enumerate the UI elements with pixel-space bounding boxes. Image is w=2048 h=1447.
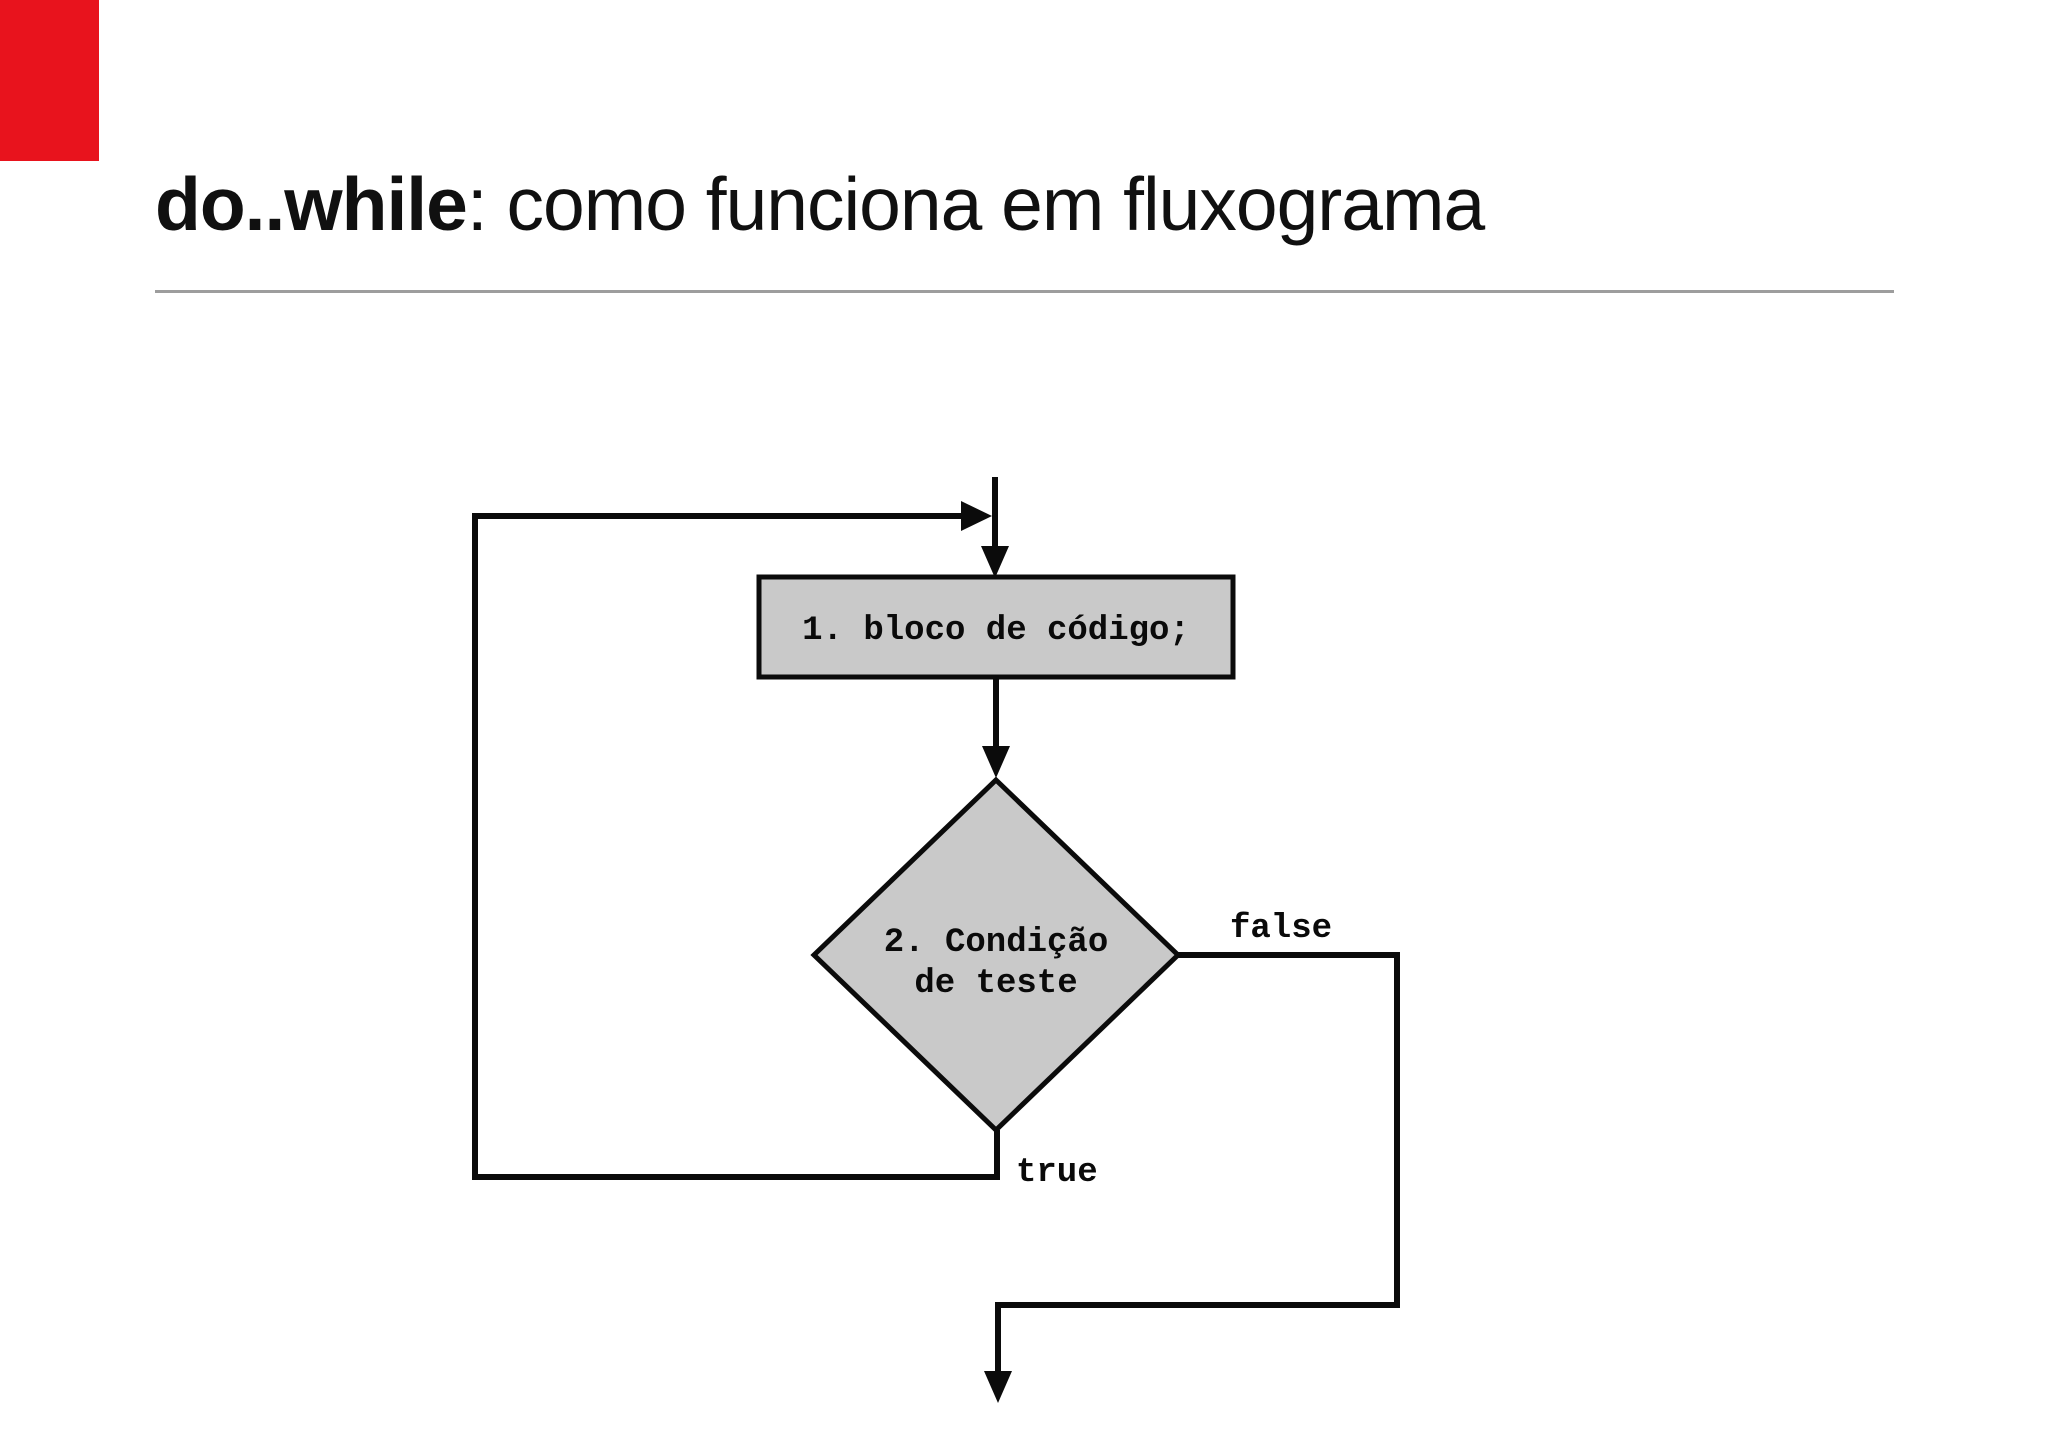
title-rest: : como funciona em fluxograma	[466, 162, 1485, 246]
decision-label-line2: de teste	[914, 965, 1077, 1003]
decision-arrowhead-icon	[982, 746, 1010, 778]
process-label: 1. bloco de código;	[802, 612, 1190, 650]
entry-arrowhead-icon	[981, 546, 1009, 578]
decision-node	[810, 776, 1182, 1134]
red-bookmark-ribbon	[0, 0, 99, 161]
loop-arrowhead-icon	[961, 501, 992, 531]
exit-arrowhead-icon	[984, 1371, 1012, 1403]
decision-label-line1: 2. Condição	[884, 924, 1108, 962]
title-keyword: do..while	[155, 162, 468, 246]
false-branch-label: false	[1230, 910, 1332, 948]
edge-false-branch	[995, 952, 1400, 1372]
slide-title: do..while: como funciona em fluxograma	[155, 162, 1485, 246]
true-branch-label: true	[1016, 1154, 1098, 1192]
edge-true-loop	[472, 513, 1000, 1180]
title-divider	[155, 290, 1894, 293]
process-node	[756, 574, 1236, 680]
